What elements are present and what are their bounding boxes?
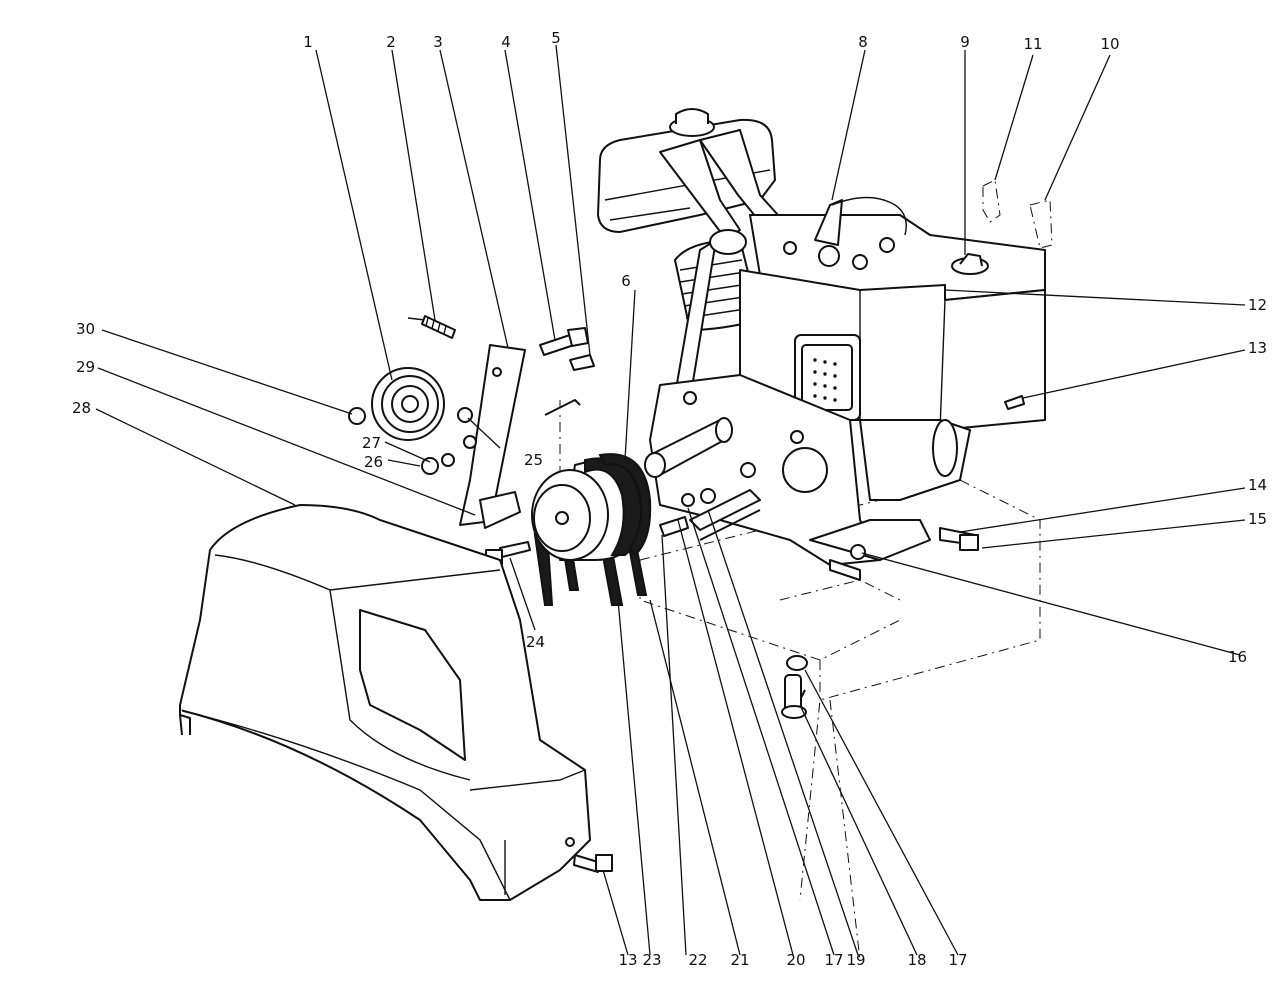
engine bbox=[597, 108, 1046, 581]
callout-13: 13 bbox=[1248, 339, 1267, 357]
callout-9: 9 bbox=[960, 33, 970, 51]
callout-labels: 1 2 3 4 5 6 8 9 11 10 12 13 30 29 28 27 … bbox=[72, 29, 1267, 969]
callout-20: 20 bbox=[786, 951, 805, 969]
callout-21: 21 bbox=[730, 951, 749, 969]
engine-pulley-belts bbox=[531, 453, 652, 606]
callout-11: 11 bbox=[1023, 35, 1042, 53]
callout-30: 30 bbox=[76, 320, 95, 338]
muffler-vents bbox=[813, 358, 837, 402]
callout-12: 12 bbox=[1248, 296, 1267, 314]
callout-23: 23 bbox=[642, 951, 661, 969]
callout-22: 22 bbox=[688, 951, 707, 969]
idler-bracket bbox=[459, 344, 526, 529]
callout-2: 2 bbox=[386, 33, 396, 51]
callout-19: 19 bbox=[846, 951, 865, 969]
callout-28: 28 bbox=[72, 399, 91, 417]
callout-17-right: 17 bbox=[948, 951, 967, 969]
callout-26: 26 bbox=[364, 453, 383, 471]
idler-pulley bbox=[371, 367, 445, 441]
callout-15: 15 bbox=[1248, 510, 1267, 528]
callout-10: 10 bbox=[1100, 35, 1119, 53]
callout-4: 4 bbox=[501, 33, 511, 51]
decals bbox=[982, 179, 1053, 249]
leader-lines bbox=[95, 44, 1246, 956]
callout-6: 6 bbox=[621, 272, 631, 290]
callout-25: 25 bbox=[524, 451, 543, 469]
callout-27: 27 bbox=[362, 434, 381, 452]
callout-14: 14 bbox=[1248, 476, 1267, 494]
callout-16: 16 bbox=[1228, 648, 1247, 666]
callout-17: 17 bbox=[824, 951, 843, 969]
callout-13-bottom: 13 bbox=[618, 951, 637, 969]
callout-24: 24 bbox=[526, 633, 545, 651]
callout-5: 5 bbox=[551, 29, 561, 47]
callout-8: 8 bbox=[858, 33, 868, 51]
callout-3: 3 bbox=[433, 33, 443, 51]
belt-guard bbox=[179, 504, 591, 901]
callout-1: 1 bbox=[303, 33, 313, 51]
spring bbox=[407, 315, 456, 339]
callout-18: 18 bbox=[907, 951, 926, 969]
bolts bbox=[348, 327, 1025, 873]
callout-29: 29 bbox=[76, 358, 95, 376]
